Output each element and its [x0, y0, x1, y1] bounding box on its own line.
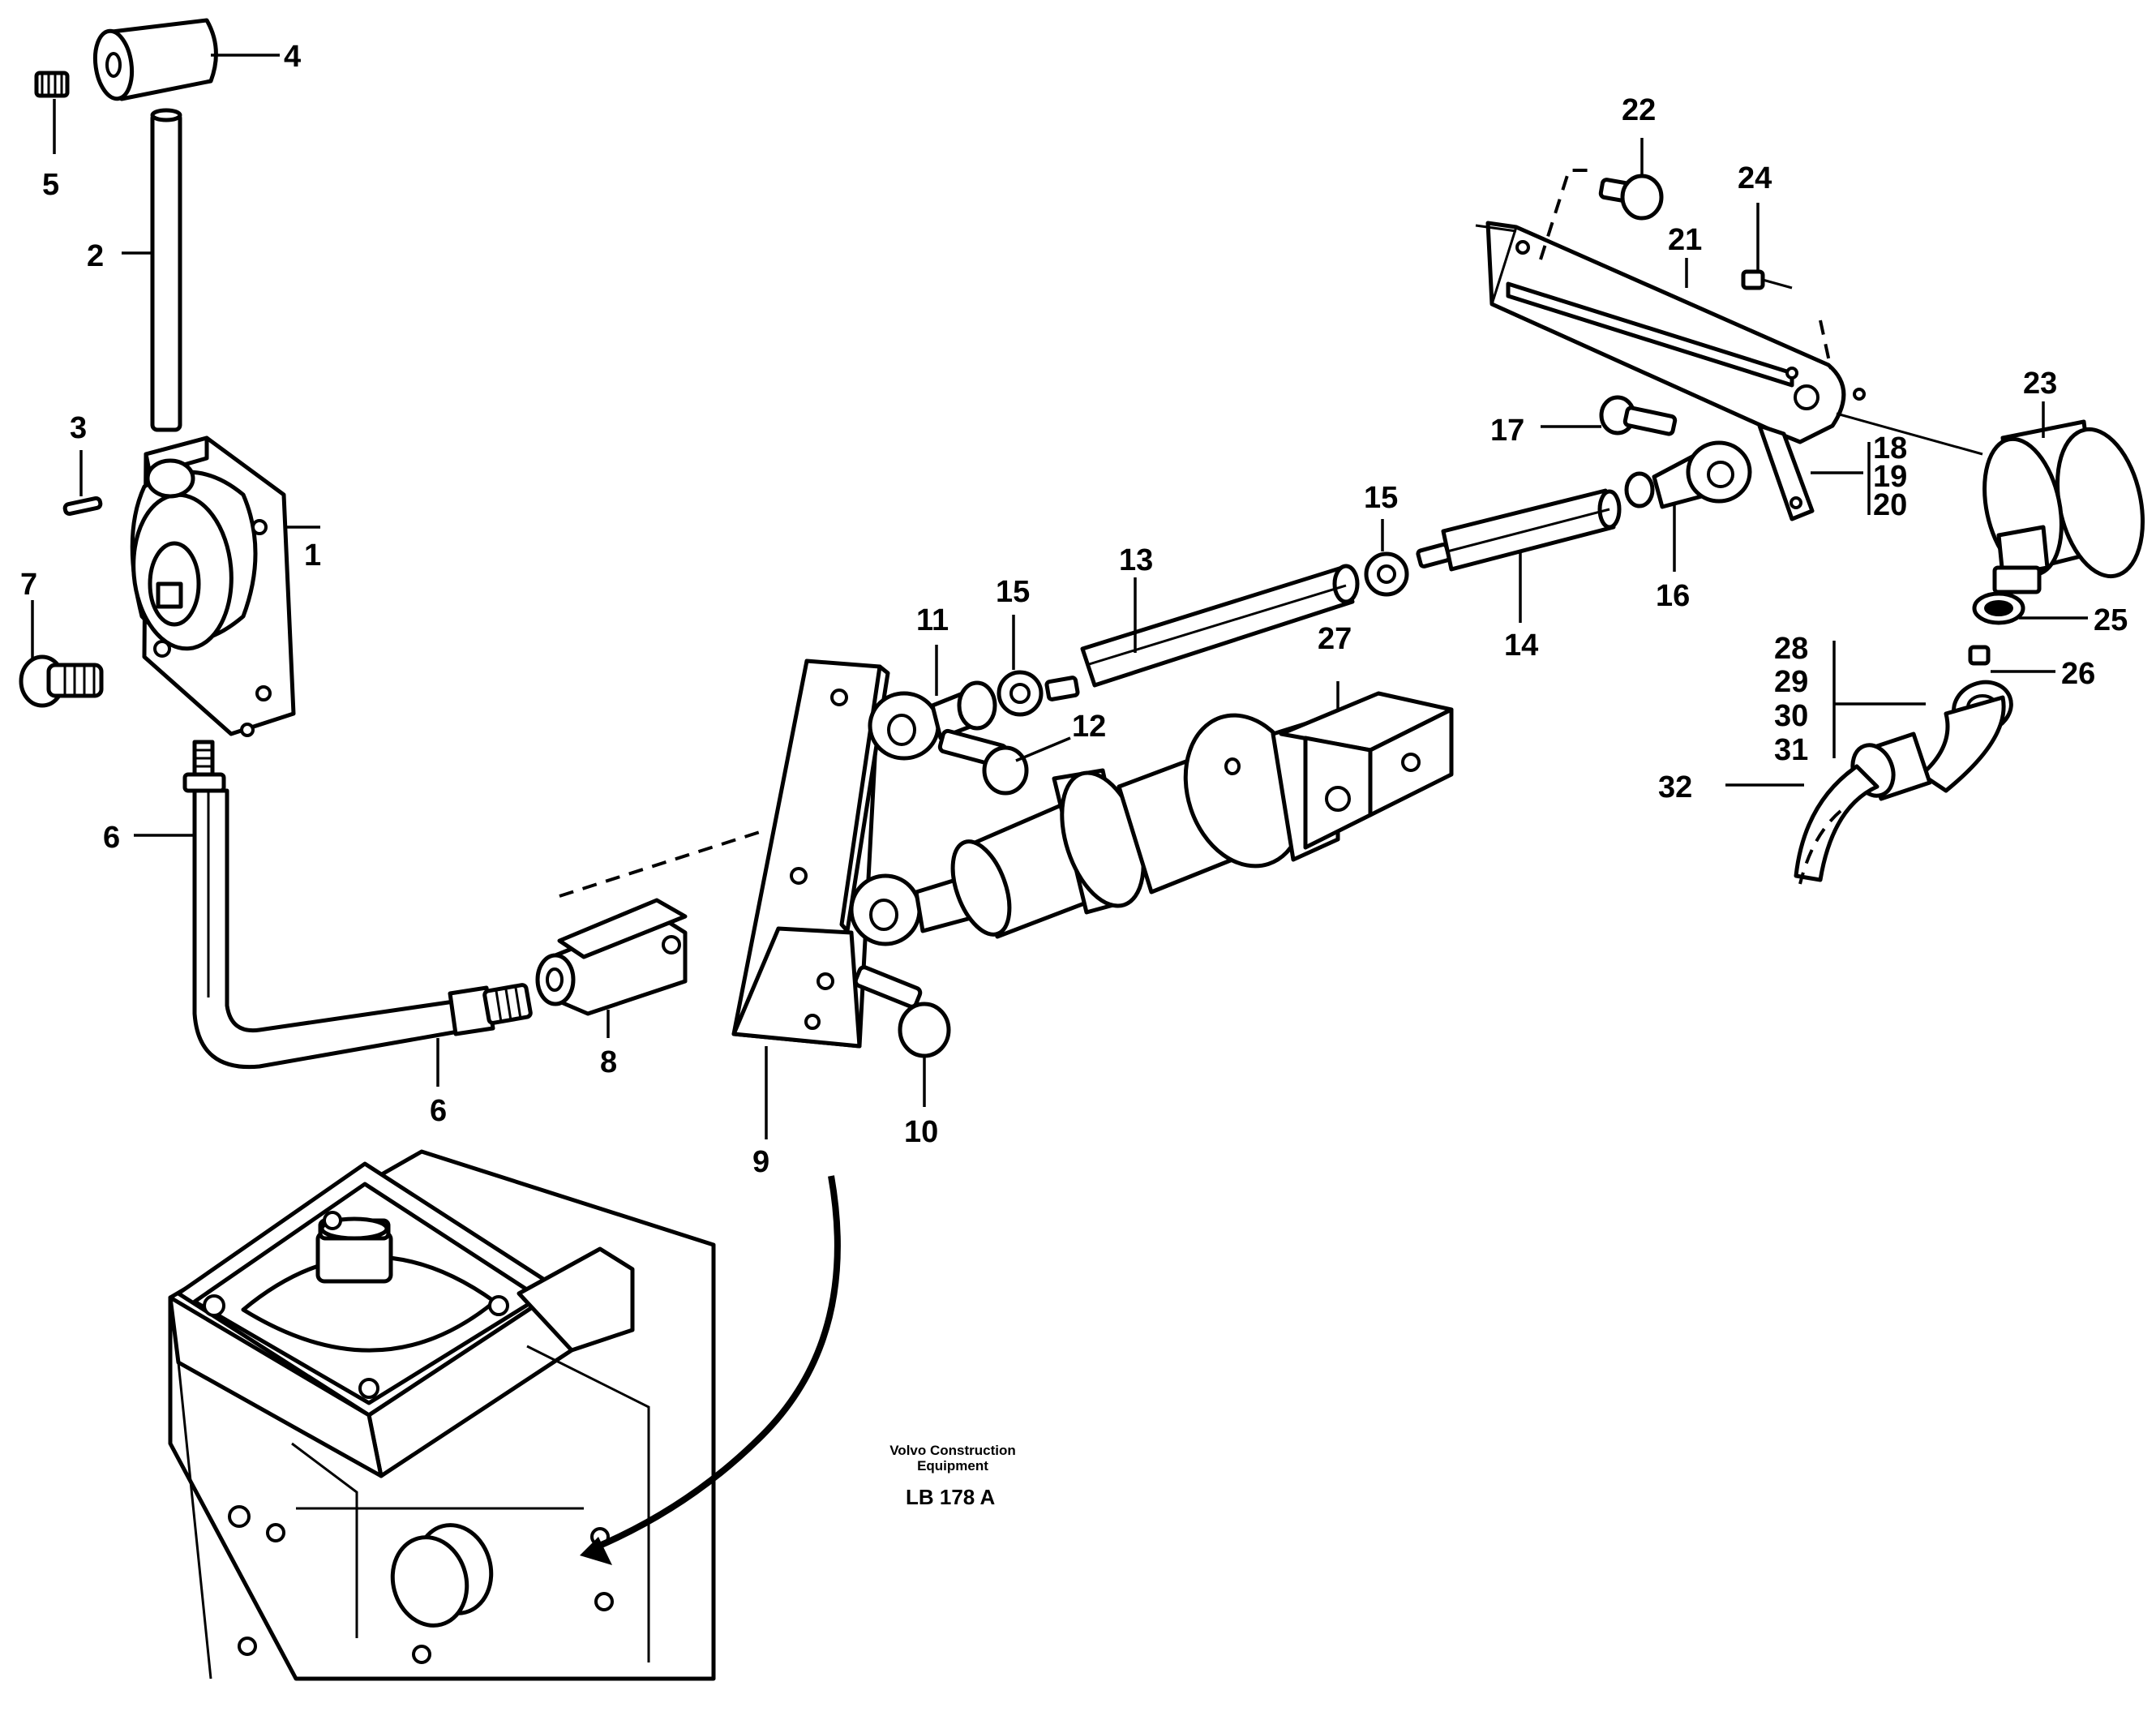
part-label: 3 [70, 411, 87, 445]
cable-part [1794, 764, 1880, 882]
part-label: 7 [20, 568, 37, 602]
set-screw-part [34, 71, 70, 98]
rod-end-part [1624, 440, 1752, 509]
rod-part [1416, 488, 1622, 572]
part-label: 32 [1658, 770, 1692, 804]
part-label: 11 [916, 603, 949, 637]
hose-fitting-part [448, 983, 533, 1036]
bolt-part [1598, 174, 1664, 221]
sleeve-tube-part [1080, 564, 1360, 688]
leader-lines [31, 54, 2088, 1139]
control-lever-assembly [19, 18, 688, 1070]
part-label: 8 [600, 1045, 617, 1079]
relation-lines [559, 169, 1983, 1565]
part-label: 6 [103, 821, 120, 855]
part-label: 16 [1656, 579, 1690, 613]
credit-line: Equipment [917, 1458, 988, 1474]
spring-part [1968, 645, 1991, 666]
part-labels: 1 2 3 4 5 6 6 7 8 9 10 11 12 13 14 15 15… [20, 40, 2128, 1179]
part-label: 26 [2061, 657, 2095, 691]
part-label: 4 [284, 40, 301, 74]
part-label: 12 [1072, 710, 1106, 744]
bolt-part [19, 654, 104, 708]
cylinder-assembly [731, 395, 1752, 1058]
part-label: 9 [752, 1145, 769, 1179]
part-label: 1 [304, 538, 321, 573]
sensor-part [1982, 419, 2145, 594]
part-label: 30 [1774, 699, 1808, 733]
pin-part [62, 495, 103, 517]
part-label: 18 [1873, 431, 1907, 465]
bracket-part [1485, 221, 1866, 521]
bolt-part [937, 728, 1029, 796]
connector-part [1850, 680, 2013, 801]
part-label: 28 [1774, 632, 1808, 666]
hydraulic-cylinder-part [849, 691, 1454, 946]
part-label: 31 [1774, 733, 1808, 767]
part-label: 6 [430, 1094, 447, 1128]
part-label: 17 [1490, 414, 1524, 448]
part-label: 2 [87, 239, 104, 273]
knob-part [92, 18, 218, 101]
part-label: 10 [904, 1115, 938, 1149]
lever-arm-part [731, 659, 890, 1049]
part-label: 25 [2094, 603, 2128, 637]
lever-rod-part [150, 108, 182, 432]
nut-part [997, 670, 1080, 717]
part-label: 22 [1622, 93, 1656, 127]
nut-part [1364, 551, 1409, 597]
drawing-code: LB 178 A [906, 1485, 996, 1509]
rod-end-part [868, 680, 997, 761]
bolt-part [853, 965, 951, 1058]
part-label: 5 [42, 168, 59, 202]
screw-part [1741, 269, 1793, 290]
part-label: 15 [996, 575, 1030, 609]
pump-housing [168, 1149, 716, 1681]
part-label: 23 [2023, 367, 2057, 401]
part-label: 19 [1873, 460, 1907, 494]
part-label: 14 [1504, 628, 1538, 663]
part-label: 20 [1873, 488, 1907, 522]
part-label: 24 [1738, 161, 1772, 195]
housing-plate-part [130, 435, 296, 737]
drawing-credit: Volvo Construction Equipment LB 178 A [889, 1443, 1016, 1509]
credit-line: Volvo Construction [889, 1443, 1016, 1458]
part-label: 29 [1774, 665, 1808, 699]
part-label: 15 [1364, 481, 1398, 515]
washer-part [1972, 591, 2025, 625]
bent-tube-part [182, 740, 461, 1070]
clevis-part [535, 898, 688, 1016]
part-label: 27 [1318, 622, 1352, 656]
bracket-switch-assembly [1485, 174, 2145, 882]
part-label: 13 [1119, 543, 1153, 577]
part-label: 21 [1668, 223, 1702, 257]
bolt-part [1599, 395, 1678, 436]
